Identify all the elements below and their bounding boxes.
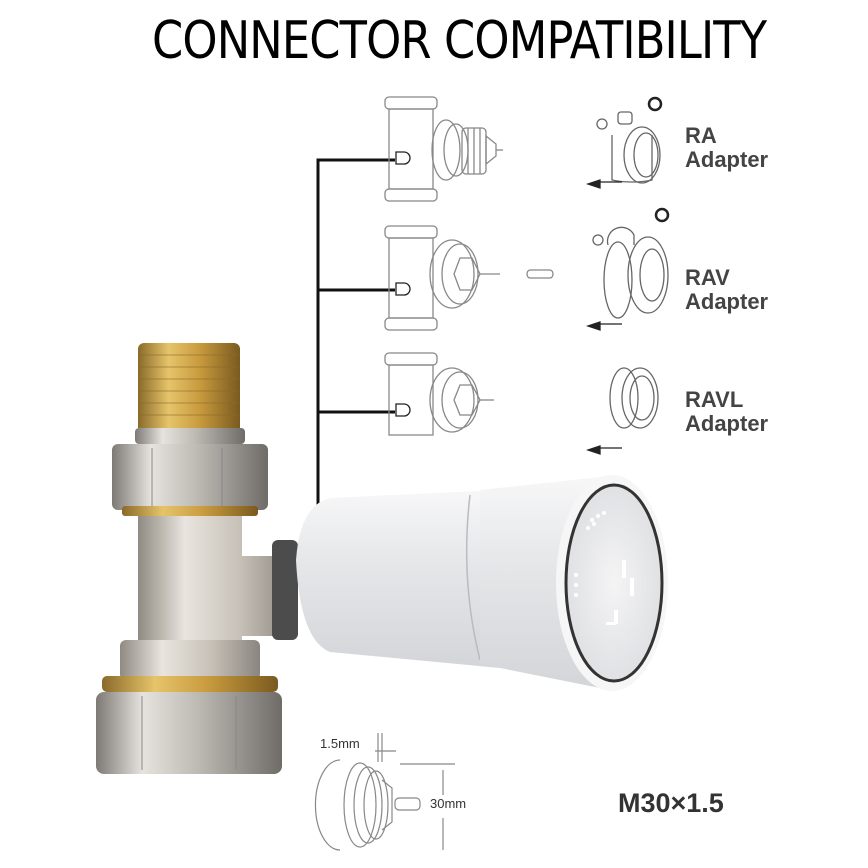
ra-adapter-drawing [585, 96, 663, 189]
connector-bracket [316, 158, 395, 505]
pitch-dimension-label: 1.5mm [320, 736, 360, 751]
dimension-drawing [314, 733, 455, 851]
adapter-name: RAVL [685, 387, 744, 412]
thread-spec: M30×1.5 [618, 788, 724, 818]
adapter-name: RA [685, 123, 717, 148]
page-title: CONNECTOR COMPATIBILITY [152, 11, 767, 71]
adapter-suffix: Adapter [685, 411, 769, 436]
valve-drawing-rav [384, 225, 554, 331]
pin-insert [526, 269, 554, 279]
adapter-label-ravl: RAVL Adapter [685, 388, 768, 436]
adapter-label-rav: RAV Adapter [685, 266, 768, 314]
smart-thermostat [296, 475, 668, 691]
adapter-suffix: Adapter [685, 289, 769, 314]
valve-drawing-ravl [384, 352, 494, 436]
diameter-dimension-label: 30mm [430, 796, 467, 811]
brass-valve-body [96, 343, 298, 774]
ravl-adapter-drawing [585, 367, 659, 455]
adapter-suffix: Adapter [685, 147, 769, 172]
adapter-label-ra: RA Adapter [685, 124, 768, 172]
adapter-name: RAV [685, 265, 730, 290]
thermostat-display [574, 511, 634, 625]
valve-drawing-ra [384, 96, 503, 202]
rav-adapter-drawing [585, 207, 670, 331]
